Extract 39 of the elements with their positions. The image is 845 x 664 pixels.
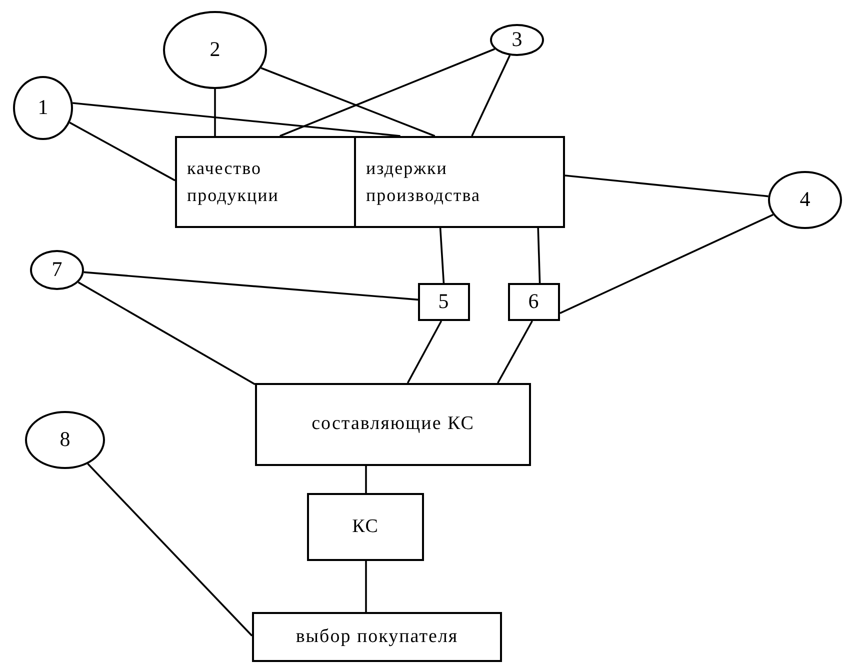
connector-line xyxy=(69,122,176,182)
node-label: 3 xyxy=(512,26,522,54)
process-box xyxy=(252,612,502,662)
node-label: 1 xyxy=(38,94,48,122)
node-label: КС xyxy=(352,514,379,539)
connector-line xyxy=(365,466,367,493)
process-box xyxy=(508,283,560,321)
connector-line xyxy=(560,214,774,314)
connector-line xyxy=(471,55,511,136)
node-label: 4 xyxy=(800,186,810,214)
numbered-ellipse xyxy=(30,250,84,290)
node-label: 5 xyxy=(438,288,450,316)
connector-line xyxy=(439,228,445,284)
node-label: выбор покупателя xyxy=(296,624,458,649)
numbered-ellipse xyxy=(490,24,544,56)
node-label: 7 xyxy=(52,256,62,284)
node-label: 8 xyxy=(60,426,70,454)
connector-line xyxy=(406,320,442,384)
connector-line xyxy=(497,320,533,384)
node-label: качество продукции xyxy=(187,157,280,207)
process-box xyxy=(307,493,424,561)
connector-line xyxy=(365,561,367,612)
connector-line xyxy=(84,271,418,301)
connector-line xyxy=(72,102,400,137)
node-label: 2 xyxy=(210,36,220,64)
connector-line xyxy=(537,228,541,284)
node-label: составляющие КС xyxy=(312,412,474,436)
process-box xyxy=(418,283,470,321)
connector-line xyxy=(564,174,768,198)
node-label: 6 xyxy=(528,288,540,316)
connector-line xyxy=(280,48,496,137)
connector-line xyxy=(87,463,253,636)
connector-line xyxy=(214,89,216,136)
process-box xyxy=(175,136,356,228)
connector-line xyxy=(260,67,436,137)
node-label: издержки производства xyxy=(366,157,482,207)
process-box xyxy=(255,383,531,466)
connector-line xyxy=(78,282,256,386)
process-box xyxy=(354,136,565,228)
